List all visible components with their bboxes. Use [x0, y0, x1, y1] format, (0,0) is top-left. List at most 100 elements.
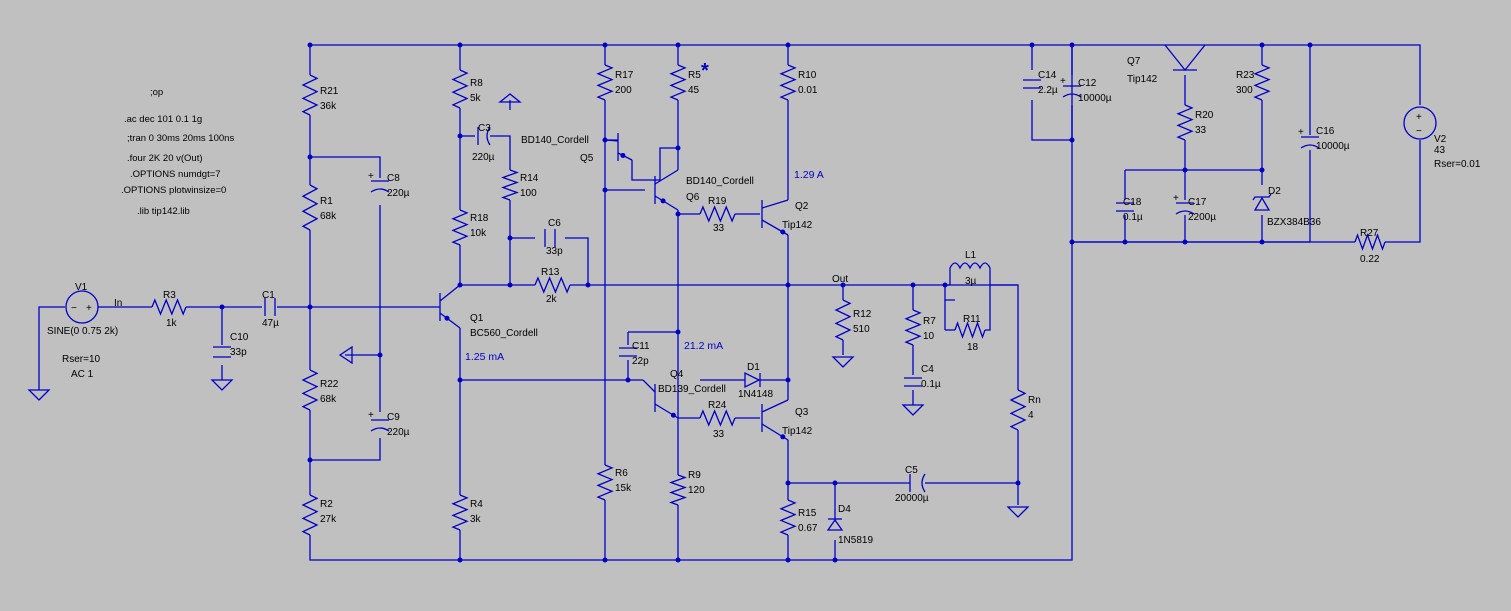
- resistor-zigzag: [904, 309, 922, 346]
- resistor-r24-name: R24: [708, 400, 727, 411]
- resistor-zigzag: [534, 276, 571, 294]
- junction-dot: [832, 557, 838, 563]
- junction-dot: [457, 377, 463, 383]
- junction-dot: [910, 282, 916, 288]
- transistor-arrow: [660, 198, 666, 204]
- components: +++++−++−: [27, 64, 1437, 536]
- resistor-zigzag: [699, 409, 736, 427]
- resistor-r14: [501, 169, 519, 201]
- net-label-in: In: [114, 298, 122, 309]
- junction-dot: [675, 145, 681, 151]
- capacitor-c1-name: C1: [262, 290, 275, 301]
- resistor-r20-name: R20: [1195, 110, 1214, 121]
- capacitor-c3-name: C3: [478, 123, 491, 134]
- junction-dot: [602, 187, 608, 193]
- capacitor-c16-value: 10000µ: [1316, 141, 1350, 152]
- plus-mark: +: [1416, 112, 1422, 123]
- transistor-q6: [654, 169, 679, 211]
- resistor-r8: [451, 69, 469, 109]
- capacitor-c10: [213, 346, 231, 358]
- junction-dot: [1259, 167, 1265, 173]
- resistor-zigzag: [451, 494, 469, 531]
- resistor-r11-value: 18: [967, 342, 979, 353]
- transistor-q5-name: Q5: [580, 153, 594, 164]
- capacitor-c9-name: C9: [387, 412, 400, 423]
- transistor-collector: [642, 379, 656, 393]
- resistor-r17: [596, 64, 614, 101]
- ground-symbol: [901, 404, 925, 416]
- spice-directive: ;tran 0 30ms 20ms 100ns: [127, 133, 234, 144]
- transistor-q7-name: Q7: [1127, 56, 1141, 67]
- resistor-r4: [451, 494, 469, 531]
- transistor-emitter: [439, 312, 461, 329]
- measurement-q1-current: 1.25 mA: [465, 351, 504, 363]
- wire: [1031, 100, 1072, 141]
- junction-dot: [507, 235, 513, 241]
- capacitor-c11-value: 22p: [632, 356, 649, 367]
- junction-dot: [785, 377, 791, 383]
- transistor-q7-model: Tip142: [1127, 74, 1158, 85]
- capacitor-c1: [264, 298, 276, 316]
- resistor-r15: [779, 499, 797, 536]
- inductor-l1-value: 3µ: [965, 276, 977, 287]
- resistor-r5-value: 45: [688, 85, 700, 96]
- resistor-r9-name: R9: [688, 470, 701, 481]
- transistor-q4-name: Q4: [670, 369, 684, 380]
- capacitor-plate: [370, 427, 390, 432]
- resistor-zigzag: [301, 184, 319, 231]
- resistor-r24-value: 33: [713, 429, 725, 440]
- transistor-q3: [761, 399, 789, 441]
- resistor-r13-value: 2k: [546, 294, 558, 305]
- junction-dot: [1122, 239, 1128, 245]
- junction-dot: [785, 557, 791, 563]
- net-label-out: Out: [832, 274, 848, 285]
- capacitor-c12-value: 10000µ: [1078, 93, 1112, 104]
- resistor-zigzag: [954, 321, 986, 339]
- resistor-r13: [534, 276, 571, 294]
- resistor-r21-value: 36k: [320, 101, 337, 112]
- spice-directive: .four 2K 20 v(Out): [127, 153, 203, 164]
- resistor-zigzag: [779, 499, 797, 536]
- capacitor-c4: [904, 377, 922, 387]
- diode-d1-name: D1: [747, 362, 760, 373]
- junction-dot: [675, 557, 681, 563]
- capacitor-c16: +: [1298, 127, 1320, 149]
- capacitor-c10-value: 33p: [230, 347, 247, 358]
- source-v1-value: SINE(0 0.75 2k): [47, 326, 118, 337]
- capacitor-plate: [1062, 93, 1082, 98]
- minus-mark: −: [71, 303, 77, 314]
- capacitor-c8-value: 220µ: [387, 188, 410, 199]
- transistor-arrow: [780, 229, 786, 235]
- transistor-emitter: [654, 195, 679, 211]
- wire: [1385, 140, 1421, 243]
- transistor-collector: [604, 139, 619, 142]
- capacitor-c14: [1023, 79, 1041, 89]
- diode-d4: [826, 518, 844, 531]
- junction-dot: [942, 282, 948, 288]
- marker-star: *: [701, 60, 709, 82]
- transistor-arrow: [444, 315, 450, 321]
- resistor-r2-name: R2: [320, 499, 333, 510]
- spice-directive: .OPTIONS plotwinsize=0: [121, 185, 226, 196]
- transistor-q6-name: Q6: [686, 192, 700, 203]
- capacitor-c18: [1116, 202, 1134, 212]
- junction-dot: [307, 457, 313, 463]
- junction-dot: [457, 42, 463, 48]
- transistor-q3-name: Q3: [795, 407, 809, 418]
- transistor-collector: [761, 399, 789, 413]
- transistor-q2: [761, 199, 789, 236]
- resistor-r2-value: 27k: [320, 514, 337, 525]
- resistor-r1: [301, 184, 319, 231]
- junction-dot: [675, 211, 681, 217]
- junction-dot: [1069, 42, 1075, 48]
- zener-bar: [1252, 193, 1272, 201]
- capacitor-c16-name: C16: [1316, 126, 1335, 137]
- resistor-r15-value: 0.67: [798, 523, 818, 534]
- junction-dot: [307, 42, 313, 48]
- resistor-r22: [301, 369, 319, 411]
- capacitor-c11: [619, 347, 637, 357]
- junction-dot: [785, 480, 791, 486]
- wire: [631, 147, 678, 181]
- polarity-mark: +: [368, 171, 374, 182]
- spice-directive: ;op: [150, 87, 163, 98]
